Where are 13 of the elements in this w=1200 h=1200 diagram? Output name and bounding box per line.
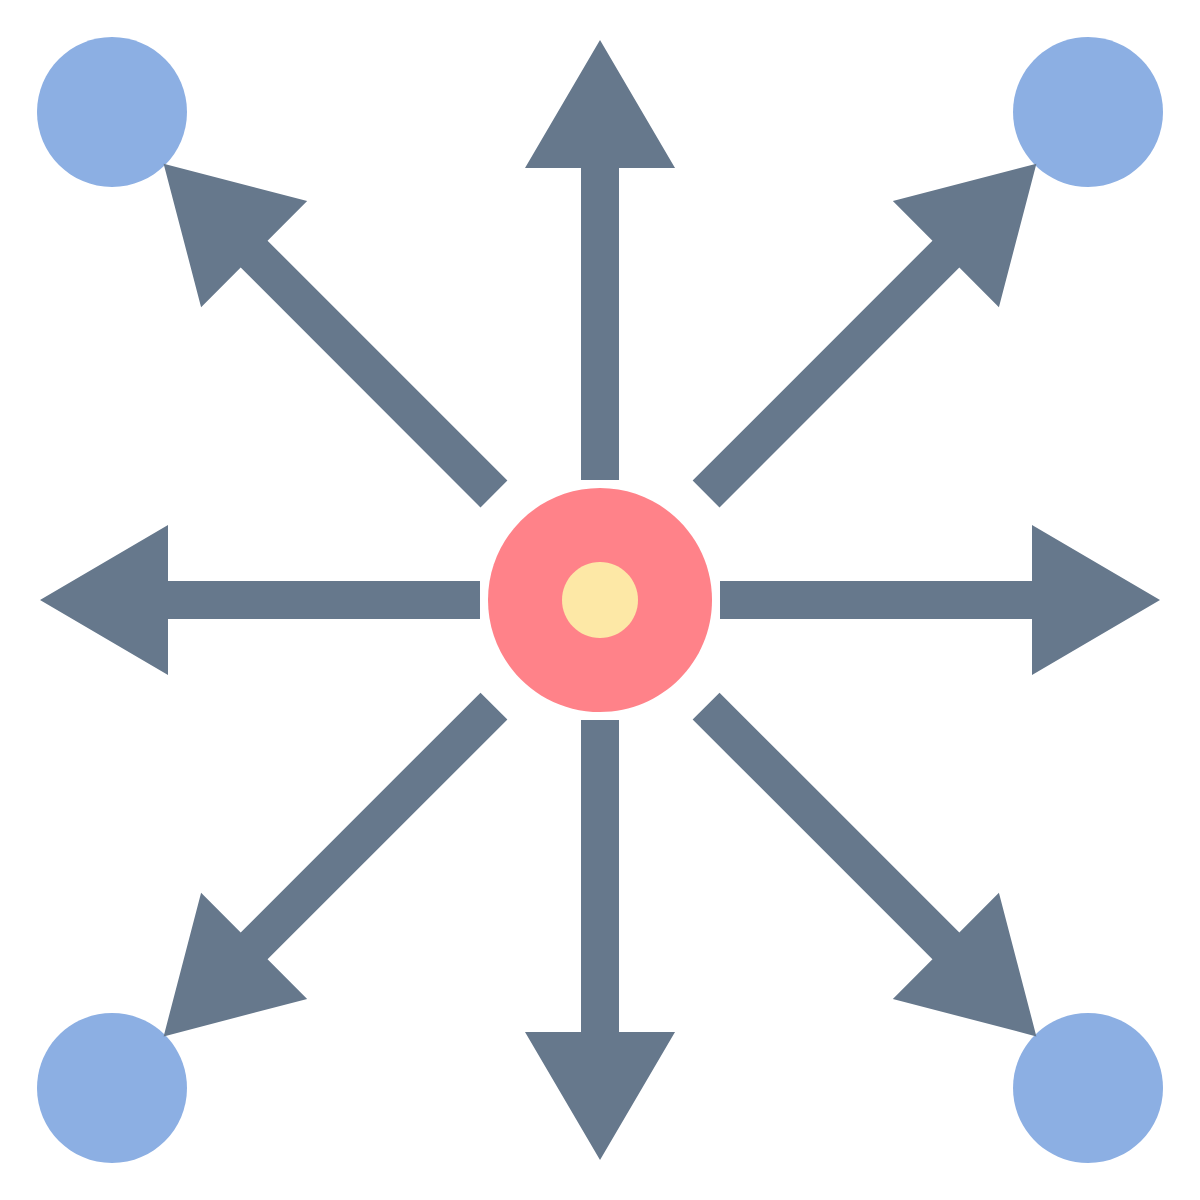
arrow bbox=[163, 163, 508, 508]
arrow bbox=[40, 525, 480, 675]
arrow bbox=[525, 40, 675, 480]
arrow bbox=[692, 692, 1037, 1037]
circle bbox=[37, 1013, 187, 1163]
arrow bbox=[692, 163, 1037, 508]
arrow bbox=[525, 720, 675, 1160]
circle-target-drawing bbox=[488, 488, 712, 712]
circle bbox=[37, 37, 187, 187]
circle bbox=[1013, 1013, 1163, 1163]
arrow bbox=[720, 525, 1160, 675]
circle bbox=[1013, 37, 1163, 187]
arrow bbox=[163, 692, 508, 1037]
